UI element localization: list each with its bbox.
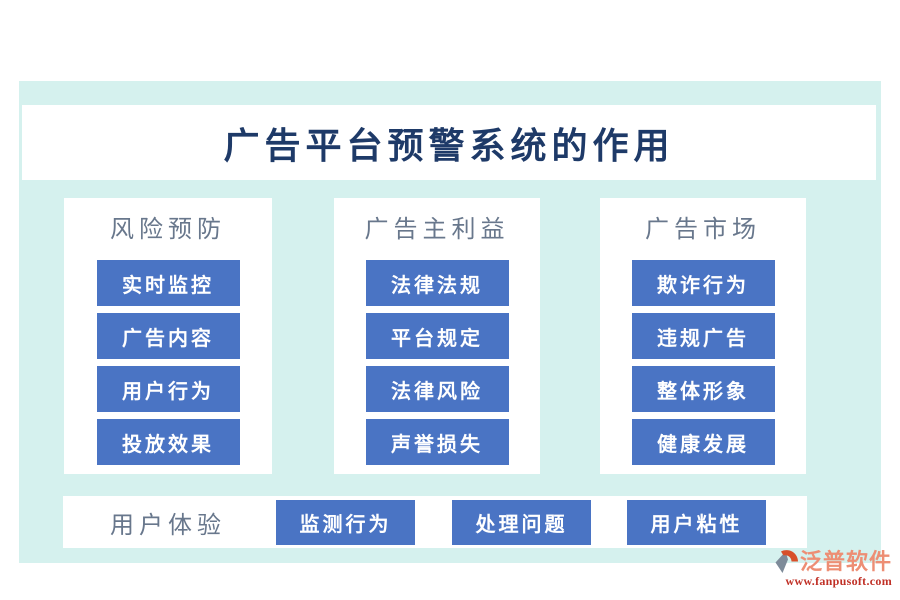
row-user-experience: 用户体验 监测行为 处理问题 用户粘性	[63, 496, 807, 548]
watermark-brand: 泛普软件	[799, 549, 892, 574]
item-box: 欺诈行为	[631, 260, 775, 306]
item-box: 违规广告	[631, 313, 775, 359]
item-box: 整体形象	[631, 366, 775, 412]
column-header: 广告主利益	[364, 217, 510, 243]
column-advertiser-interests: 广告主利益 法律法规 平台规定 法律风险 声誉损失	[334, 198, 540, 474]
item-box: 处理问题	[452, 500, 591, 545]
item-box: 广告内容	[96, 313, 240, 359]
column-risk-prevention: 风险预防 实时监控 广告内容 用户行为 投放效果	[64, 198, 272, 474]
item-box: 用户粘性	[627, 500, 766, 545]
item-box: 投放效果	[96, 419, 240, 465]
watermark-brand-row: 泛普软件	[774, 549, 892, 575]
watermark: 泛普软件 www.fanpusoft.com	[764, 549, 892, 589]
column-items: 法律法规 平台规定 法律风险 声誉损失	[334, 260, 540, 465]
item-box: 法律法规	[365, 260, 509, 306]
page-title: 广告平台预警系统的作用	[223, 125, 675, 166]
fanpu-logo-icon	[775, 550, 798, 573]
item-box: 法律风险	[365, 366, 509, 412]
column-header: 风险预防	[110, 217, 226, 243]
item-box: 监测行为	[276, 500, 415, 545]
item-box: 健康发展	[631, 419, 775, 465]
column-items: 欺诈行为 违规广告 整体形象 健康发展	[600, 260, 806, 465]
item-box: 平台规定	[365, 313, 509, 359]
item-box: 用户行为	[96, 366, 240, 412]
column-items: 实时监控 广告内容 用户行为 投放效果	[64, 260, 272, 465]
column-header: 广告市场	[645, 217, 761, 243]
item-box: 声誉损失	[365, 419, 509, 465]
row-header: 用户体验	[110, 512, 226, 539]
title-band: 广告平台预警系统的作用	[22, 105, 876, 180]
watermark-url[interactable]: www.fanpusoft.com	[785, 574, 892, 588]
item-box: 实时监控	[96, 260, 240, 306]
column-ad-market: 广告市场 欺诈行为 违规广告 整体形象 健康发展	[600, 198, 806, 474]
